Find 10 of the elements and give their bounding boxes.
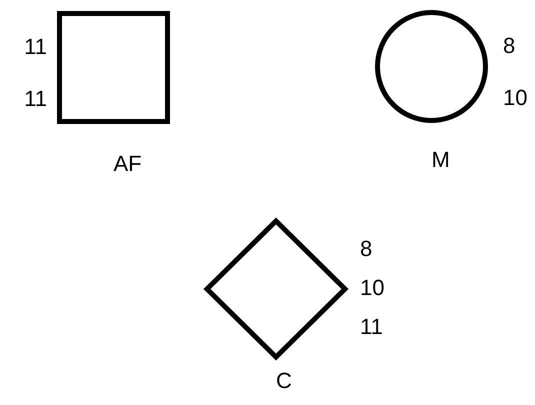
- side-number: 8: [503, 33, 516, 59]
- shape-label: AF: [114, 151, 142, 177]
- side-number: 8: [360, 236, 372, 262]
- side-number: 11: [360, 314, 383, 340]
- side-number: 10: [503, 85, 528, 111]
- side-number: 10: [360, 275, 384, 301]
- side-number: 11: [24, 86, 47, 112]
- shape-label: C: [276, 368, 292, 394]
- side-number: 11: [24, 34, 47, 60]
- shape-label: M: [432, 147, 450, 173]
